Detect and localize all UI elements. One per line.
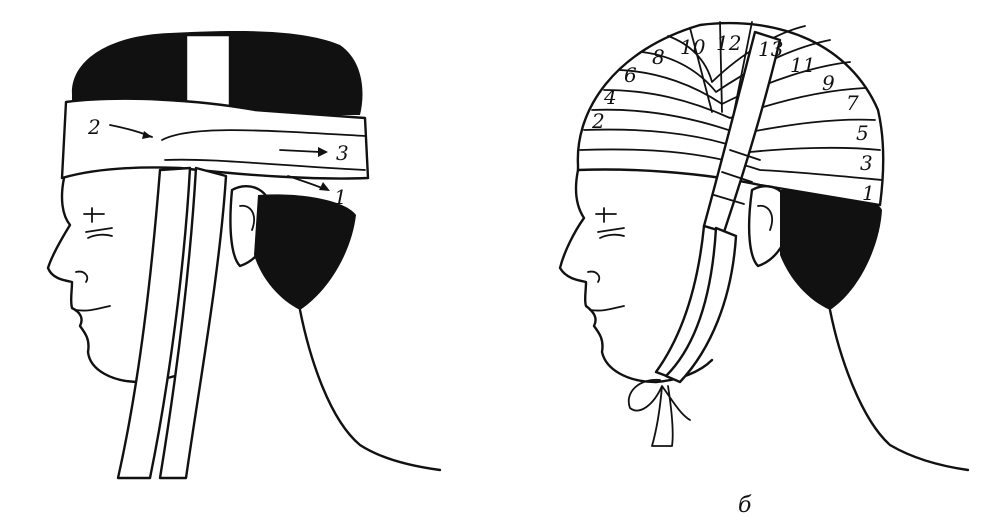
right-hair-back [780, 190, 882, 310]
left-label-1: 1 [334, 185, 347, 209]
left-neck-back [300, 310, 440, 470]
right-neck-back [830, 310, 968, 470]
right-label-3: 3 [860, 151, 873, 175]
figure-b-caption: б [738, 493, 752, 518]
right-label-4: 4 [603, 85, 617, 109]
right-label-2: 2 [591, 109, 605, 133]
left-label-3: 3 [336, 141, 349, 165]
right-label-1: 1 [862, 181, 875, 205]
left-nostril [76, 272, 87, 282]
left-head-figure [48, 31, 440, 478]
right-eye [598, 228, 624, 238]
left-brow [84, 208, 104, 222]
right-face-profile [560, 170, 656, 382]
right-brow [596, 208, 616, 222]
left-eye [86, 228, 112, 238]
right-label-12: 12 [716, 31, 741, 55]
right-label-8: 8 [652, 45, 665, 69]
right-mouth [590, 306, 624, 311]
right-nostril [588, 272, 599, 282]
right-label-7: 7 [846, 91, 859, 115]
left-hair-back [254, 194, 356, 310]
left-ear-inner [240, 206, 254, 230]
left-mouth [76, 306, 110, 311]
left-face-profile [48, 178, 140, 382]
right-ear-inner [758, 206, 772, 230]
right-head-figure [560, 22, 968, 470]
right-label-9: 9 [822, 71, 835, 95]
right-label-13: 13 [758, 37, 783, 61]
right-label-10: 10 [680, 35, 706, 59]
right-label-6: 6 [624, 63, 637, 87]
left-label-2: 2 [87, 115, 101, 139]
right-label-11: 11 [790, 53, 815, 77]
right-label-5: 5 [856, 121, 869, 145]
left-arrow-1-head [319, 182, 330, 191]
right-bow [629, 380, 690, 446]
